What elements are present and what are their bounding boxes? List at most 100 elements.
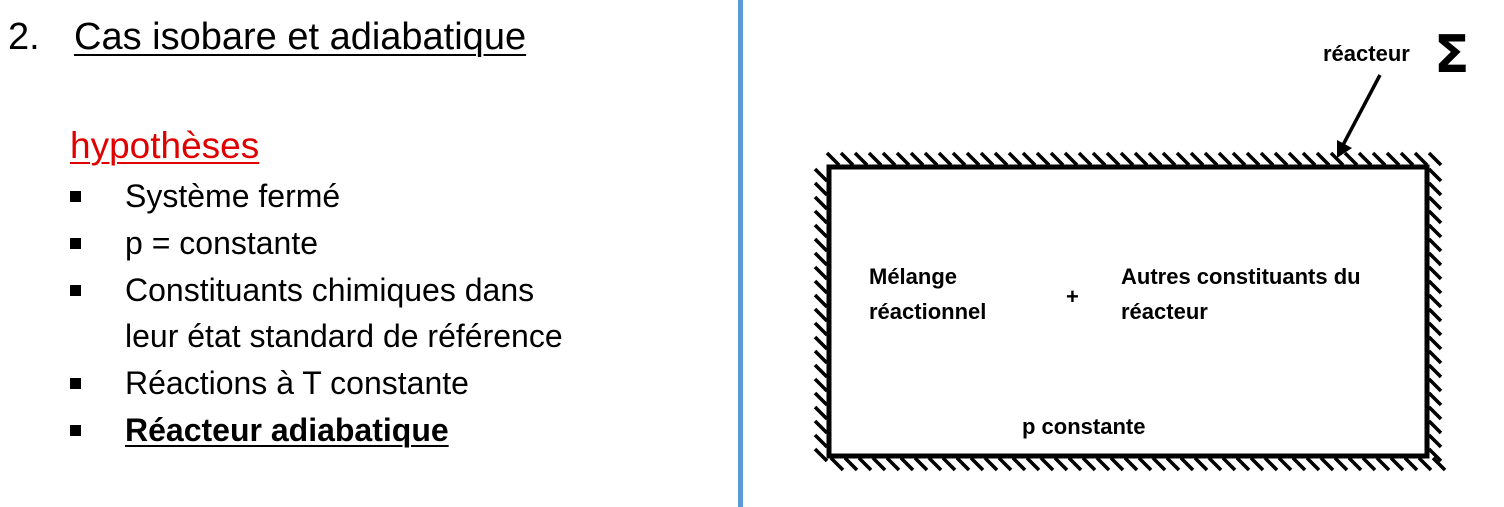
- reactor-label: réacteur: [1323, 41, 1410, 66]
- hatch-mark: [1427, 321, 1443, 337]
- hatch-mark: [871, 456, 887, 472]
- hatch-mark: [1151, 456, 1167, 472]
- hatch-mark: [1427, 363, 1443, 379]
- hatch-mark: [1193, 456, 1209, 472]
- bullet-marker: [70, 285, 81, 296]
- hatch-mark: [1427, 195, 1443, 211]
- hatch-mark: [1427, 447, 1443, 463]
- hatch-mark: [1105, 151, 1121, 167]
- hatch-mark: [1403, 456, 1419, 472]
- plus-sign: +: [1066, 284, 1079, 309]
- hypothesis-constant-temperature: Réactions à T constante: [125, 365, 469, 401]
- hatch-mark: [993, 151, 1009, 167]
- hatch-mark: [1375, 456, 1391, 472]
- hatch-mark: [1025, 456, 1041, 472]
- hatch-mark: [937, 151, 953, 167]
- hatch-mark: [1137, 456, 1153, 472]
- hatch-mark: [813, 419, 829, 435]
- hatch-mark: [1109, 456, 1125, 472]
- hatch-mark: [813, 237, 829, 253]
- hatch-mark: [1035, 151, 1051, 167]
- hatch-mark: [969, 456, 985, 472]
- hypotheses-title: hypothèses: [70, 125, 260, 166]
- hatch-mark: [923, 151, 939, 167]
- hatch-mark: [1081, 456, 1097, 472]
- hatch-mark: [965, 151, 981, 167]
- hatch-mark: [813, 335, 829, 351]
- sigma-symbol: Σ: [1434, 25, 1470, 85]
- hatch-mark: [1385, 151, 1401, 167]
- hatch-mark: [813, 223, 829, 239]
- hatch-mark: [1427, 209, 1443, 225]
- hatch-mark: [825, 151, 841, 167]
- vertical-divider: [738, 0, 743, 507]
- hatch-mark: [1413, 151, 1429, 167]
- hatch-mark: [941, 456, 957, 472]
- mixture-label: Mélange réactionnel: [869, 264, 987, 324]
- hatch-mark: [1077, 151, 1093, 167]
- hypothesis-closed-system: Système fermé: [125, 178, 341, 214]
- hatch-mark: [1427, 335, 1443, 351]
- hatch-mark: [853, 151, 869, 167]
- bullet-marker: [70, 425, 81, 436]
- hatch-mark: [1357, 151, 1373, 167]
- hatch-mark: [927, 456, 943, 472]
- hatch-mark: [1427, 391, 1443, 407]
- hypothesis-constant-pressure: p = constante: [125, 225, 319, 261]
- hatch-mark: [1427, 405, 1443, 421]
- hatch-mark: [813, 321, 829, 337]
- hatch-mark: [813, 405, 829, 421]
- hatch-mark: [1091, 151, 1107, 167]
- hatch-mark: [1305, 456, 1321, 472]
- hatch-mark: [979, 151, 995, 167]
- hatch-mark: [1207, 456, 1223, 472]
- hatch-mark: [813, 349, 829, 365]
- hatch-mark: [885, 456, 901, 472]
- hatch-mark: [813, 447, 829, 463]
- hypothesis-constituents-line1: Constituants chimiques dans: [125, 272, 535, 308]
- hatch-mark: [1361, 456, 1377, 472]
- bullet-marker: [70, 191, 81, 202]
- hatch-mark: [1427, 307, 1443, 323]
- reactor-boundary: [826, 164, 1430, 459]
- hatch-mark: [895, 151, 911, 167]
- hatch-mark: [1119, 151, 1135, 167]
- hypotheses-list: Système fermé p = constante Constituants…: [0, 0, 720, 507]
- hatch-mark: [955, 456, 971, 472]
- bullet-marker: [70, 378, 81, 389]
- hatch-mark: [1427, 223, 1443, 239]
- hypothesis-constituents-line2: leur état standard de référence: [125, 318, 563, 354]
- hatch-mark: [1315, 151, 1331, 167]
- hatch-mark: [1147, 151, 1163, 167]
- hatch-mark: [1277, 456, 1293, 472]
- hatch-mark: [1189, 151, 1205, 167]
- hatch-mark: [1427, 237, 1443, 253]
- hatch-mark: [1389, 456, 1405, 472]
- hatch-mark: [1063, 151, 1079, 167]
- hatch-mark: [1427, 377, 1443, 393]
- hatch-mark: [813, 377, 829, 393]
- hatch-mark: [867, 151, 883, 167]
- hatch-mark: [813, 293, 829, 309]
- hatch-mark: [1343, 151, 1359, 167]
- hatch-mark: [1175, 151, 1191, 167]
- hatch-mark: [1427, 251, 1443, 267]
- hatch-mark: [1427, 293, 1443, 309]
- hatch-mark: [1427, 349, 1443, 365]
- hatch-mark: [813, 265, 829, 281]
- hatch-mark: [1203, 151, 1219, 167]
- hatch-mark: [1347, 456, 1363, 472]
- pointer-arrow-line: [1341, 74, 1382, 146]
- hypothesis-adiabatic-reactor: Réacteur adiabatique: [125, 412, 449, 448]
- hatch-mark: [1273, 151, 1289, 167]
- hatch-mark: [1021, 151, 1037, 167]
- hatch-mark: [1095, 456, 1111, 472]
- hatch-mark: [983, 456, 999, 472]
- hatch-mark: [839, 151, 855, 167]
- section-heading: 2.Cas isobare et adiabatique: [8, 12, 526, 62]
- hatch-mark: [1221, 456, 1237, 472]
- hatch-mark: [813, 251, 829, 267]
- hatch-mark: [813, 195, 829, 211]
- hatch-mark: [951, 151, 967, 167]
- hatch-mark: [1179, 456, 1195, 472]
